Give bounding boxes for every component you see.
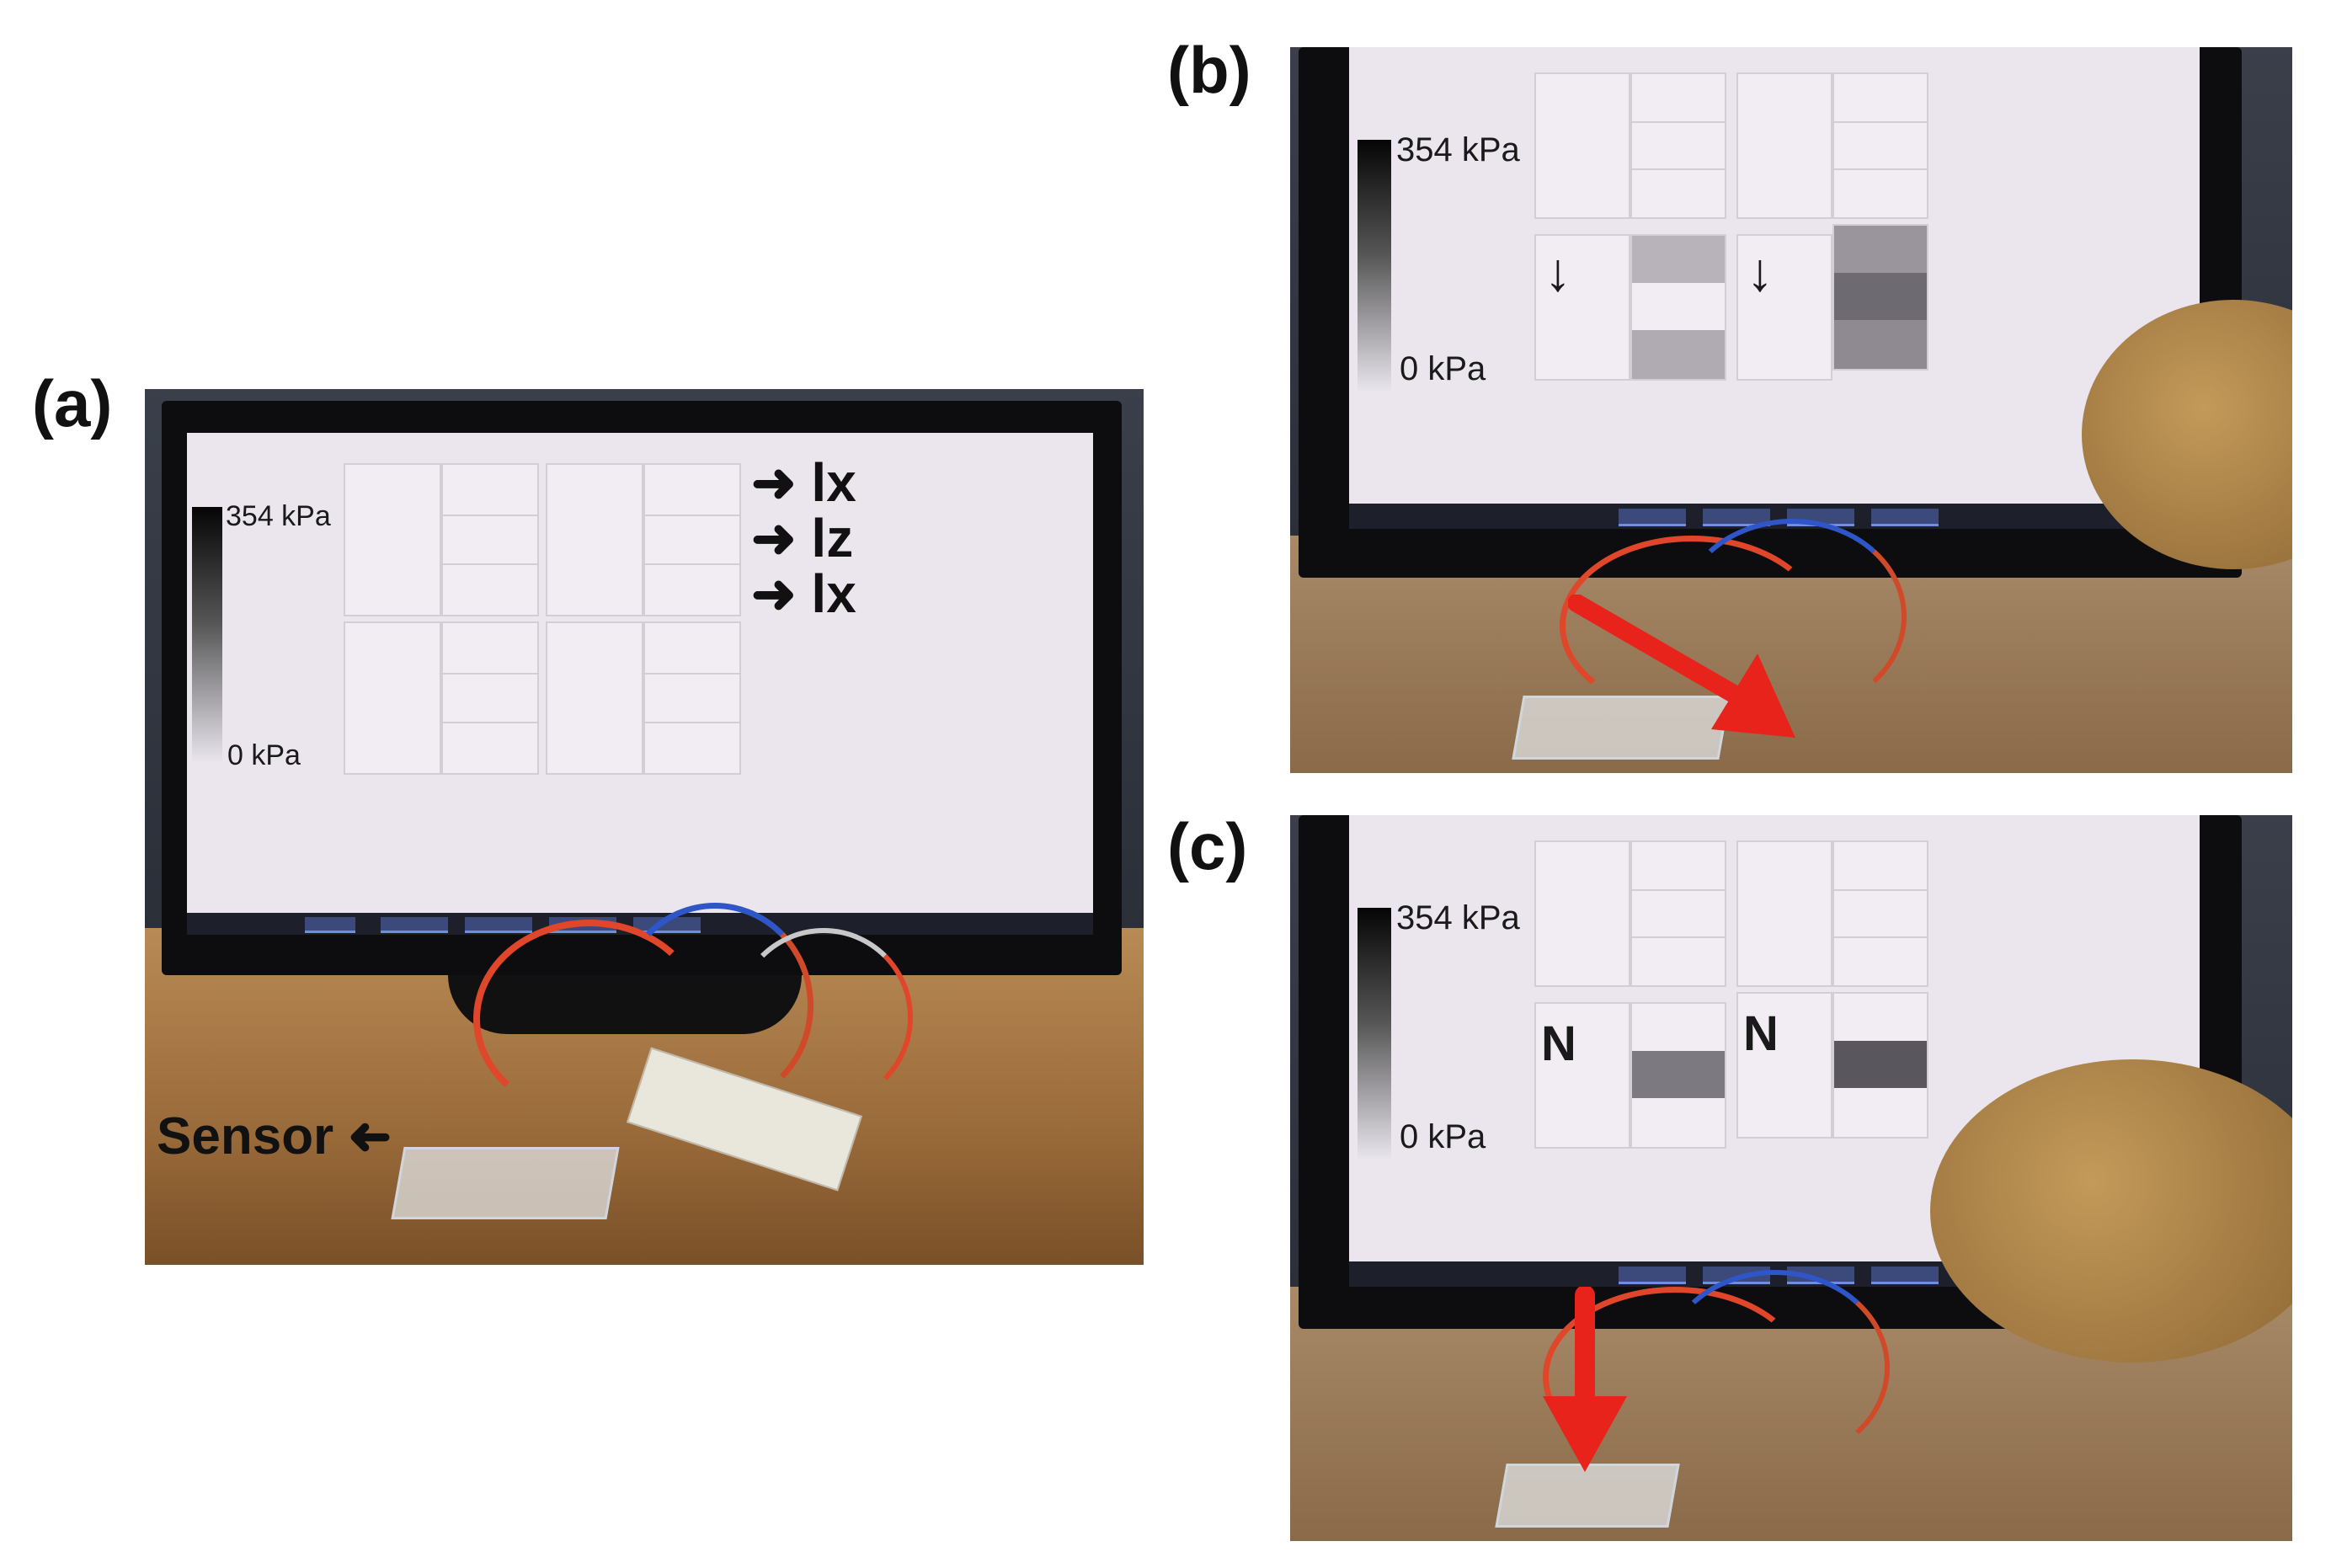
sensor-bar-cell (643, 463, 741, 616)
sensor-map-cell (1534, 72, 1630, 219)
sensor-map-cell: N (1534, 1002, 1630, 1149)
wire-bundle (1560, 536, 1824, 716)
sensor-bar-cell (441, 463, 539, 616)
normal-force-label: N (1743, 1006, 1779, 1061)
wire-bundle (1661, 1270, 1890, 1465)
sensor-map-cell (1534, 840, 1630, 987)
segment-divider (443, 563, 537, 566)
segment-divider (1632, 121, 1725, 124)
sensor-map-cell: ↓ (1736, 234, 1832, 381)
taskbar-item (1871, 1267, 1939, 1284)
segment-divider (1834, 889, 1927, 892)
pressure-colorbar (1358, 140, 1391, 392)
taskbar-item (305, 917, 355, 933)
down-arrow-icon: ↓ (1544, 242, 1571, 302)
panel-c-label: (c) (1167, 809, 1248, 883)
segment-divider (645, 722, 739, 724)
pressure-segment (1834, 320, 1927, 369)
scale-max-label: 354 kPa (1396, 131, 1520, 168)
scale-min-label: 0 kPa (1400, 350, 1486, 387)
sensor-bar-cell (1630, 234, 1726, 381)
axis-label-3: ➜ lx (751, 563, 856, 624)
right-arrow-icon: ➜ (751, 508, 797, 568)
right-arrow-icon: ➜ (751, 563, 797, 624)
sensor-bar-cell (1832, 992, 1928, 1139)
segment-divider (1632, 936, 1725, 939)
segment-divider (443, 722, 537, 724)
right-arrow-icon: ➜ (751, 452, 797, 513)
taskbar-item (381, 917, 448, 933)
sensor-map-cell (1736, 840, 1832, 987)
sensor-map-cell (344, 463, 441, 616)
sensor-map-cell (546, 621, 643, 775)
segment-divider (443, 514, 537, 516)
photo-panel-c: 354 kPa 0 kPa N N (1290, 815, 2292, 1541)
segment-divider (1834, 936, 1927, 939)
wire-bundle (734, 928, 913, 1107)
normal-force-label: N (1541, 1016, 1576, 1071)
down-arrow-icon: ↓ (1747, 242, 1774, 302)
sensor-bar-cell (1832, 840, 1928, 987)
pressure-segment (1632, 1051, 1725, 1099)
sensor-bar-cell (1630, 1002, 1726, 1149)
monitor-screen: 354 kPa 0 kPa ↓ ↓ (1349, 47, 2200, 529)
segment-divider (645, 514, 739, 516)
monitor: 354 kPa 0 kPa (162, 401, 1122, 975)
scale-max-label: 354 kPa (1396, 899, 1520, 936)
pressure-colorbar (192, 507, 222, 763)
segment-divider (443, 672, 537, 675)
scale-min-label: 0 kPa (227, 739, 301, 771)
pressure-segment (1834, 226, 1927, 274)
taskbar-item (1619, 509, 1686, 526)
wire-bundle (473, 920, 706, 1118)
monitor-screen: 354 kPa 0 kPa (187, 433, 1093, 935)
sensor-map-cell: N (1736, 992, 1832, 1139)
segment-divider (1834, 121, 1927, 124)
sensor-bar-cell (643, 621, 741, 775)
sensor-bar-cell (1832, 72, 1928, 219)
segment-divider (1632, 168, 1725, 171)
photo-panel-b: 354 kPa 0 kPa ↓ ↓ (1290, 47, 2292, 773)
taskbar-item (1871, 509, 1939, 526)
sensor-bar-cell (1630, 840, 1726, 987)
pressure-colorbar (1358, 908, 1391, 1160)
pressure-segment (1632, 330, 1725, 379)
sensor-map-cell (344, 621, 441, 775)
segment-divider (645, 563, 739, 566)
taskbar-item (465, 917, 532, 933)
axis-label-1: ➜ lx (751, 452, 856, 513)
scale-min-label: 0 kPa (1400, 1118, 1486, 1155)
sensor-bar-cell (441, 621, 539, 775)
left-arrow-icon: ➜ (348, 1107, 392, 1165)
red-press-arrow-icon (1568, 595, 1795, 738)
taskbar-item (1619, 1267, 1686, 1284)
pressure-segment (1834, 1041, 1927, 1089)
sensor-acrylic-plate (391, 1147, 620, 1219)
taskbar-item (1703, 509, 1770, 526)
axis-label-2: ➜ lz (751, 508, 854, 568)
person-cap (1930, 1059, 2292, 1363)
wire-bundle (1543, 1287, 1807, 1467)
panel-b-label: (b) (1167, 33, 1251, 107)
pressure-segment (1632, 236, 1725, 284)
sensor-bar-cell (1630, 72, 1726, 219)
wire-bundle (1678, 519, 1907, 714)
sensor-map-cell (546, 463, 643, 616)
scale-max-label: 354 kPa (226, 500, 331, 532)
photo-panel-a: 354 kPa 0 kPa (145, 389, 1144, 1265)
red-press-arrow-icon (1543, 1287, 1627, 1472)
segment-divider (1632, 889, 1725, 892)
sensor-bar-cell (1832, 224, 1928, 371)
pressure-segment (1834, 273, 1927, 321)
segment-divider (645, 672, 739, 675)
sensor-annotation: Sensor ➜ (157, 1105, 392, 1166)
segment-divider (1834, 168, 1927, 171)
sensor-map-cell: ↓ (1534, 234, 1630, 381)
panel-a-label: (a) (32, 366, 113, 440)
taskbar (187, 913, 1093, 935)
sensor-map-cell (1736, 72, 1832, 219)
